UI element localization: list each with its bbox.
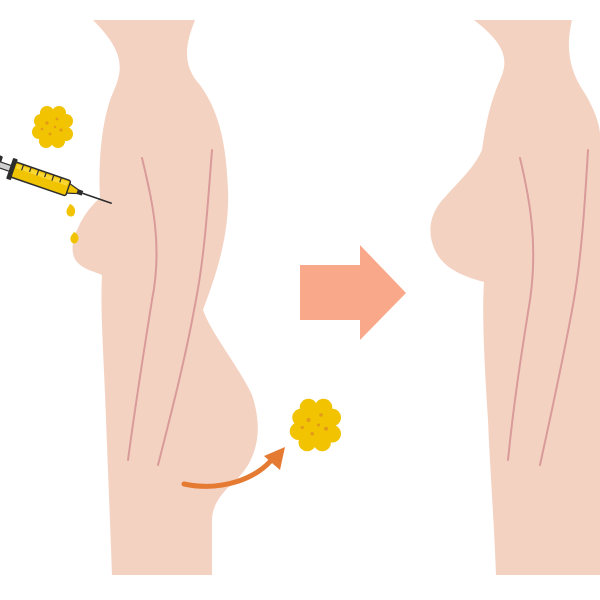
torso-after [430, 20, 600, 575]
curved-arrow-icon [181, 447, 285, 489]
syringe-icon [0, 154, 113, 244]
fat-drop [70, 232, 79, 244]
torso-before-body [72, 20, 258, 575]
fat-cell-icon [32, 106, 73, 148]
torso-after-body [430, 20, 600, 575]
torso-before-line-front [127, 157, 158, 461]
fat-cell-icon [289, 398, 341, 452]
torso-before-line-back [157, 149, 213, 466]
torso-after-line-front [507, 157, 535, 461]
torso-after-line-back [539, 149, 589, 466]
arrow-right-icon [300, 245, 406, 340]
torso-before [72, 20, 258, 575]
fat-drop [66, 204, 76, 217]
